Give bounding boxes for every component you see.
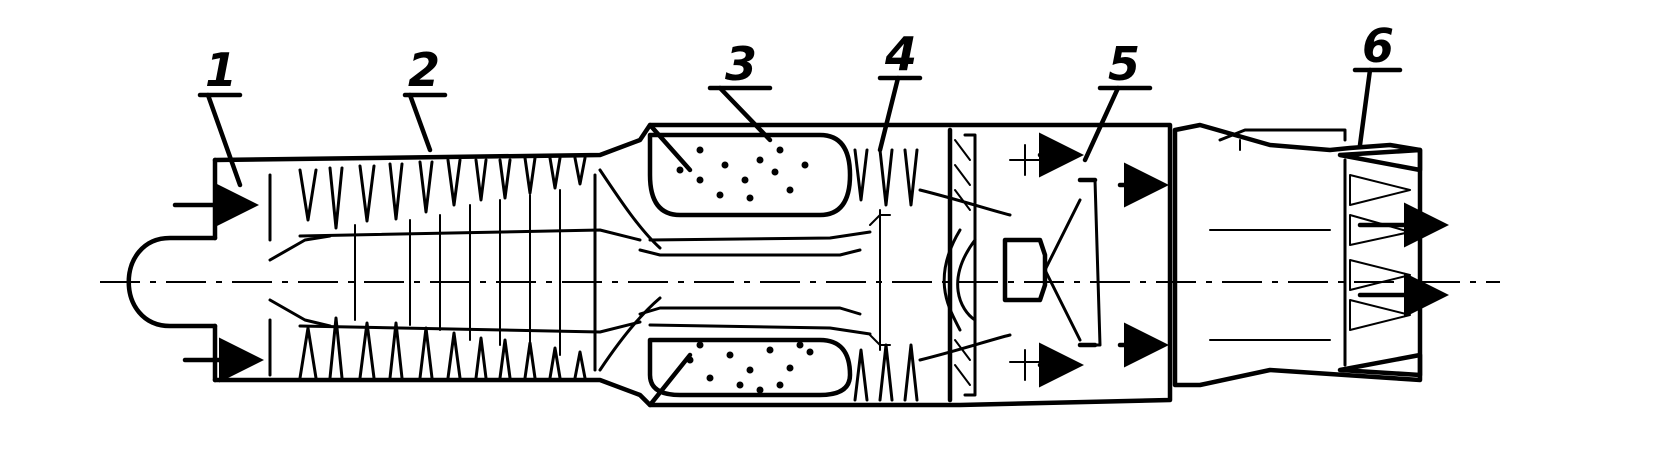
afterburner-section bbox=[918, 188, 1012, 362]
flame-holder bbox=[1002, 177, 1102, 348]
compressor-blades-lower bbox=[298, 316, 587, 380]
label-1: 1 bbox=[205, 43, 237, 97]
combustion-chamber-upper bbox=[647, 122, 853, 218]
combustion-chamber-lower bbox=[647, 337, 853, 408]
exhaust-nozzle bbox=[1172, 122, 1449, 388]
turbine-flange bbox=[947, 127, 977, 403]
label-6: 6 bbox=[1362, 19, 1394, 73]
intake-spinner bbox=[126, 235, 218, 329]
turbine-blades bbox=[853, 148, 919, 402]
diffuser bbox=[598, 168, 662, 372]
compressor-stage-lines bbox=[354, 173, 597, 372]
compressor-blades-upper bbox=[298, 156, 587, 230]
inlet-flow-arrows bbox=[172, 182, 264, 383]
afterburner-flow-arrows bbox=[1009, 132, 1169, 388]
label-4: 4 bbox=[884, 27, 917, 81]
label-2: 2 bbox=[408, 43, 440, 97]
label-3: 3 bbox=[725, 37, 757, 91]
inlet-struts bbox=[268, 173, 332, 377]
compressor-hub bbox=[298, 228, 642, 334]
label-5: 5 bbox=[1108, 37, 1140, 91]
label-leaders bbox=[197, 67, 1403, 188]
main-shaft bbox=[638, 230, 872, 336]
